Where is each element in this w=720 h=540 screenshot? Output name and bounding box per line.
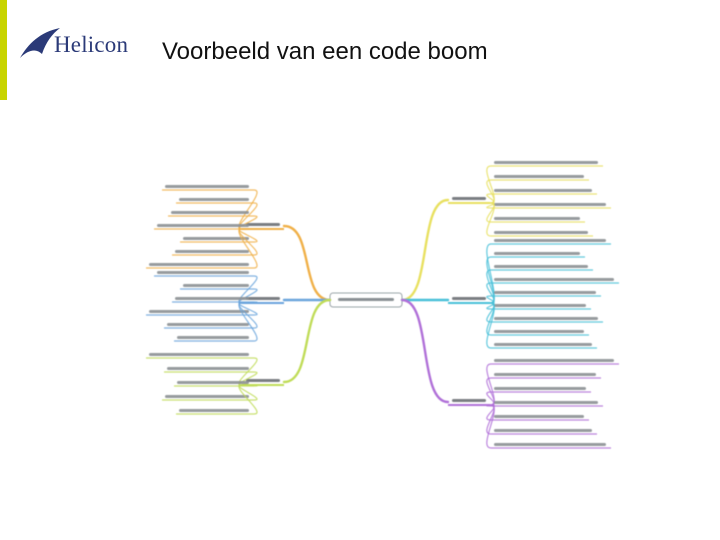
leaf-label [494,189,592,192]
leaf-label [177,381,249,384]
branch-line [282,298,332,384]
leaf-label [494,443,606,446]
leaf-connector [486,302,495,349]
accent-bar [0,0,7,100]
leaf-label [175,250,249,253]
leaf-label [494,161,598,164]
leaf-connector [238,384,258,415]
leaf-label [183,237,249,240]
leaf-label [175,297,249,300]
hub-label [246,297,280,300]
leaf-label [494,291,596,294]
leaf-label [494,373,596,376]
leaf-label [165,185,249,188]
hub-label [452,197,486,200]
leaf-label [494,343,592,346]
hub-label [452,297,486,300]
leaf-label [494,387,586,390]
leaf-label [494,203,606,206]
leaf-label [167,323,249,326]
leaf-label [157,224,249,227]
leaf-label [177,336,249,339]
leaf-label [171,211,249,214]
leaf-label [494,217,580,220]
mindmap-diagram [146,161,619,449]
leaf-label [494,252,580,255]
leaf-label [179,198,249,201]
hub-label [452,399,486,402]
branch-line [282,224,332,302]
leaf-connector [238,228,258,269]
hub-label [246,379,280,382]
central-node-text [338,298,394,301]
leaf-label [494,330,584,333]
hub-label [246,223,280,226]
leaf-label [494,278,614,281]
leaf-connector [486,202,495,237]
leaf-label [494,359,614,362]
helicon-logo: Helicon [18,20,148,64]
leaf-label [183,284,249,287]
leaf-label [149,353,249,356]
leaf-label [494,175,584,178]
leaf-label [494,429,592,432]
leaf-label [494,401,598,404]
leaf-connector [486,404,495,449]
leaf-label [494,317,598,320]
leaf-label [149,263,249,266]
logo-swoosh-icon [20,28,60,58]
branch-line [400,198,450,302]
code-tree-image [36,150,696,460]
leaf-label [157,271,249,274]
leaf-label [494,239,606,242]
leaf-label [165,395,249,398]
leaf-label [149,310,249,313]
branch-line [400,298,450,404]
logo-text: Helicon [54,32,129,57]
leaf-connector [238,302,258,342]
leaf-label [494,415,584,418]
leaf-label [179,409,249,412]
leaf-label [494,265,588,268]
leaf-label [494,304,586,307]
leaf-label [167,367,249,370]
page-title: Voorbeeld van een code boom [162,38,488,65]
leaf-label [494,231,588,234]
